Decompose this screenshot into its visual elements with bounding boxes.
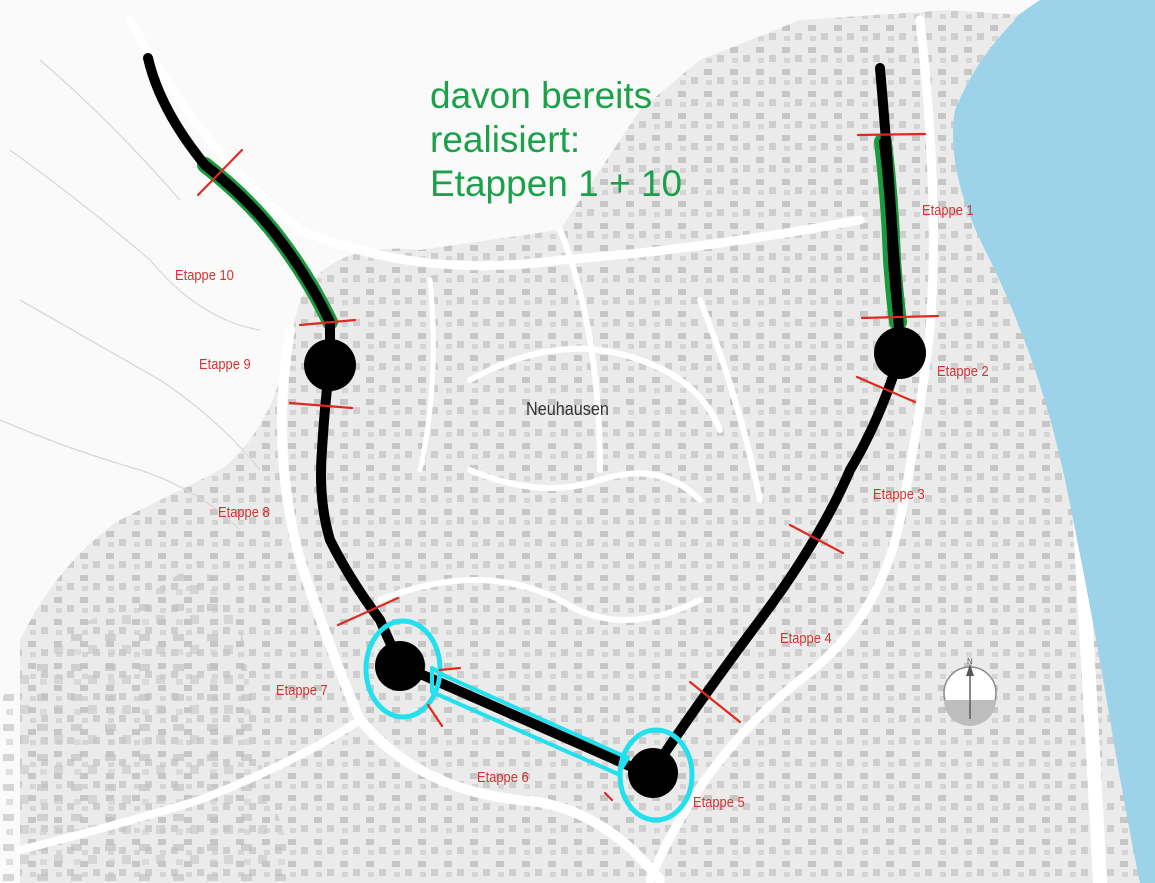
building-pattern	[20, 10, 1155, 883]
route-line-etappe-10	[201, 161, 334, 326]
river	[953, 0, 1155, 883]
stage-dividers	[196, 132, 940, 802]
label-etappe-7: Etappe 7	[276, 682, 328, 699]
place-label-neuhausen: Neuhausen	[526, 399, 609, 419]
label-etappe-9: Etappe 9	[199, 356, 251, 373]
label-etappe-6: Etappe 6	[477, 769, 529, 786]
label-etappe-5: Etappe 5	[693, 794, 745, 811]
label-etappe-8: Etappe 8	[218, 504, 270, 521]
north-arrow-icon: N	[943, 657, 997, 726]
building-pattern-west	[0, 560, 300, 883]
contour-lines	[0, 59, 261, 531]
annotation-line-2: realisiert:	[430, 119, 581, 160]
junction-dot-etappe-7	[375, 641, 425, 691]
route-line-etappe-1	[879, 138, 902, 326]
junction-dot-etappe-5	[628, 748, 678, 798]
annotation-line-3: Etappen 1 + 10	[430, 163, 683, 204]
realized-annotation: davon bereits realisiert: Etappen 1 + 10	[430, 74, 682, 206]
junction-dot-etappe-2	[874, 327, 926, 379]
junction-dot-etappe-9	[304, 339, 356, 391]
divider-etappe-10-north	[196, 148, 244, 197]
svg-text:N: N	[967, 657, 973, 666]
label-etappe-1: Etappe 1	[922, 202, 974, 219]
highlight-ring-etappe-5	[617, 727, 695, 823]
label-etappe-4: Etappe 4	[780, 630, 832, 647]
annotation-line-1: davon bereits	[430, 75, 653, 116]
label-etappe-10: Etappe 10	[175, 267, 234, 284]
label-etappe-3: Etappe 3	[873, 486, 925, 503]
label-etappe-2: Etappe 2	[937, 363, 989, 380]
